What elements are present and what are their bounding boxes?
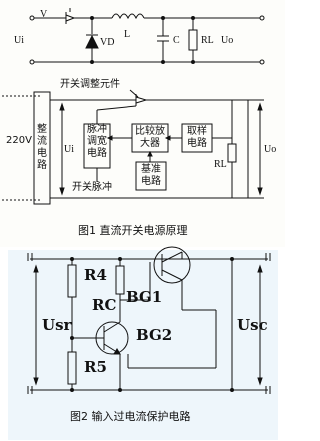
compare-block-label: 比较放大器 (135, 126, 165, 149)
circuit-diagrams (2, 8, 271, 394)
uo-label: Uo (264, 144, 277, 155)
switching-supply-block-diagram (2, 89, 264, 205)
rectifier-block (33, 91, 51, 205)
figure1-caption: 图1 直流开关电源原理 (78, 224, 188, 237)
reference-block (135, 161, 167, 191)
usc-label: Usc (237, 316, 268, 334)
inductor-label: L (124, 29, 131, 40)
rl-label: RL (214, 159, 227, 170)
rc-label: RC (92, 296, 117, 314)
bg1-label: BG1 (126, 288, 163, 306)
usr-label: Usr (42, 316, 72, 334)
output-terminal-bottom (259, 59, 265, 65)
ac-input-label: 220V (6, 135, 32, 146)
input-terminal-bottom (29, 59, 35, 65)
reference-block-label: 基准电路 (141, 164, 161, 187)
resistor-rc (115, 265, 125, 295)
input-terminal-top (29, 15, 35, 21)
capacitor-label: C (173, 35, 180, 46)
r4-label: R4 (84, 266, 107, 284)
pwm-block-label: 脉冲调宽电路 (87, 124, 107, 159)
sample-block-label: 取样电路 (187, 126, 207, 149)
output-voltage-label: Uo (221, 35, 234, 46)
bg2-label: BG2 (136, 326, 173, 344)
switch-component-label: 开关调整元件 (60, 79, 120, 90)
figure2-caption: 图2 输入过电流保护电路 (70, 410, 191, 423)
figure2-panel (8, 250, 278, 440)
load-resistor (227, 143, 237, 163)
switch-label: V (40, 9, 48, 20)
ui-label: Ui (64, 144, 74, 155)
input-voltage-label: Ui (14, 35, 24, 46)
buck-converter-schematic (29, 8, 265, 65)
pulse-label: 开关脉冲 (72, 182, 112, 193)
transistor-bg2 (95, 321, 129, 355)
resistor-r4 (67, 264, 77, 298)
diode-label: VD (100, 37, 115, 48)
load-label: RL (201, 35, 214, 46)
resistor-r5 (67, 351, 77, 385)
rectifier-label: 整流电路 (37, 124, 47, 171)
transistor-bg1 (153, 246, 191, 284)
r5-label: R5 (84, 358, 107, 376)
output-terminal-top (259, 15, 265, 21)
overcurrent-protection-schematic (27, 246, 271, 394)
